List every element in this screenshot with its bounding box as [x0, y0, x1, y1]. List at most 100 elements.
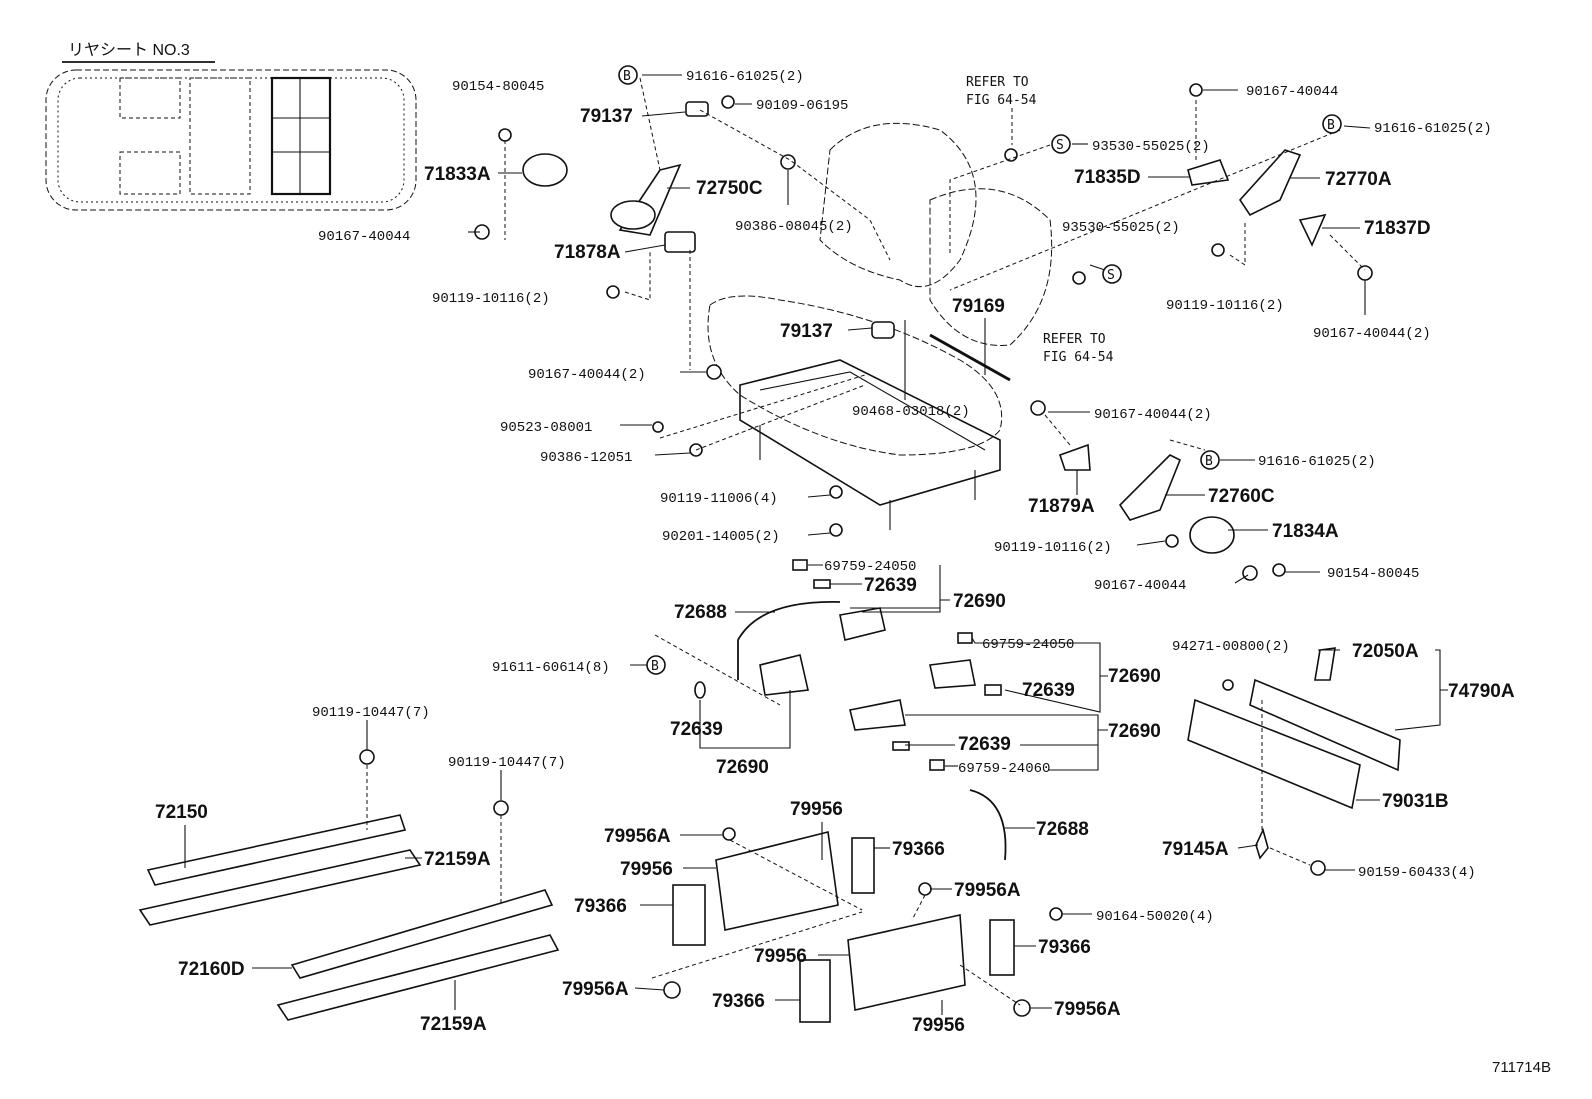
refer-note-2-line2: FIG 64-54 — [1043, 350, 1114, 365]
cover-71834A-icon — [1189, 516, 1235, 554]
label-90154-80045-a: 90154-80045 — [452, 79, 544, 95]
refer-note-1-line1: REFER TO — [966, 75, 1029, 90]
label-90119-10116-c: 90119-10116(2) — [994, 540, 1112, 556]
bolt-90119-10447-icon — [359, 749, 375, 765]
rod-79169 — [929, 333, 1011, 382]
marker-b-1 — [618, 65, 638, 85]
label-90468-03018: 90468-03018(2) — [852, 404, 970, 420]
bolt-90164-50020-icon — [1049, 907, 1063, 921]
label-79366-c: 79366 — [1038, 937, 1091, 958]
seat-frame — [739, 359, 1001, 506]
cover-79956-icon — [715, 831, 839, 931]
lead-47 — [683, 822, 823, 869]
lead-28 — [807, 532, 831, 536]
bolt-90154-80045-b-icon — [1272, 563, 1286, 577]
label-91616-61025-c: 91616-61025(2) — [1258, 454, 1376, 470]
diagram-id: 711714B — [1492, 1059, 1551, 1076]
clip-69759-24060-icon — [929, 759, 945, 771]
label-79956-d: 79956 — [912, 1015, 965, 1036]
marker-s-2-letter: S — [1107, 268, 1115, 283]
label-72159A-b: 72159A — [420, 1014, 487, 1035]
hinge-72760C-icon — [1118, 454, 1182, 521]
refer-notes: REFER TO FIG 64-54 REFER TO FIG 64-54 — [966, 75, 1114, 365]
lever-72690-icon — [839, 607, 886, 641]
rear-seat-no3-highlight — [270, 76, 332, 196]
label-71834A: 71834A — [1272, 521, 1339, 542]
label-71835D: 71835D — [1074, 167, 1141, 188]
hinge-72770A-icon — [1238, 149, 1302, 217]
label-90119-10116-a: 90119-10116(2) — [432, 291, 550, 307]
lid-group — [1187, 647, 1401, 876]
bracket-72690-low — [905, 714, 1108, 771]
board-79031B-icon — [1187, 698, 1361, 810]
lead-54 — [634, 987, 665, 991]
refer-note-2-line1: REFER TO — [1043, 332, 1106, 347]
cover-79366-icon — [672, 884, 706, 946]
label-90119-10116-b: 90119-10116(2) — [1166, 298, 1284, 314]
label-79169: 79169 — [952, 296, 1005, 317]
label-69759-24050-a: 69759-24050 — [824, 559, 916, 575]
lever-72690-d-icon — [849, 699, 906, 731]
cover-79366-c-icon — [989, 919, 1015, 976]
label-71878A: 71878A — [554, 242, 621, 263]
bolt-90119-11006-icon — [829, 485, 843, 499]
bolt-90159-60433-icon — [1310, 860, 1326, 876]
lead-22 — [654, 452, 691, 456]
circle-markers: B S B S B B — [618, 65, 1342, 675]
marker-b-2-letter: B — [1327, 118, 1335, 133]
label-91616-61025-b: 91616-61025(2) — [1374, 121, 1492, 137]
lever-72690-b-icon — [759, 654, 809, 696]
rail-72160D-icon — [290, 889, 554, 979]
cap-90386-08045-icon — [780, 154, 796, 170]
seat-cushion — [707, 295, 1003, 456]
label-79145A: 79145A — [1162, 839, 1229, 860]
label-72050A: 72050A — [1352, 641, 1419, 662]
marker-b-1-letter: B — [623, 69, 631, 84]
label-90159-60433: 90159-60433(4) — [1358, 865, 1476, 881]
dash-3 — [624, 250, 691, 370]
label-72750C: 72750C — [696, 178, 763, 199]
marker-s-1 — [1051, 134, 1071, 154]
bolt-90109-06195-icon — [721, 95, 735, 109]
label-90167-40044-b: 90167-40044(2) — [528, 367, 646, 383]
part-labels: 90154-80045 71833A 90167-40044 91616-610… — [155, 69, 1515, 1036]
label-90167-40044-f: 90167-40044 — [1094, 578, 1186, 594]
label-93530-55025-b: 93530-55025(2) — [1062, 220, 1180, 236]
pin-79956A-b-icon — [918, 882, 932, 896]
cover-79366-b-icon — [851, 837, 875, 894]
label-93530-55025-a: 93530-55025(2) — [1092, 139, 1210, 155]
label-72639-d: 72639 — [958, 734, 1011, 755]
rail-72159A-icon — [138, 849, 422, 926]
lead-7 — [624, 244, 666, 253]
lead-18 — [847, 327, 873, 331]
label-90201-14005: 90201-14005(2) — [662, 529, 780, 545]
label-79956A-b: 79956A — [954, 880, 1021, 901]
label-71833A: 71833A — [424, 164, 491, 185]
washer-90201-14005-icon — [829, 523, 843, 537]
seat-assembly — [707, 122, 1053, 530]
bolt-90154-80045-icon — [498, 128, 512, 142]
dash-2 — [639, 77, 891, 261]
dash-9 — [654, 634, 781, 706]
label-72690-d: 72690 — [1108, 721, 1161, 742]
bracket-72690-mid — [971, 637, 1108, 713]
vehicle-overview: リヤシート NO.3 — [45, 42, 417, 211]
label-79137-b: 79137 — [780, 321, 833, 342]
view-title: リヤシート NO.3 — [68, 42, 190, 59]
label-72160D: 72160D — [178, 959, 245, 980]
marker-b-3-letter: B — [1205, 454, 1213, 469]
dash-4 — [949, 108, 1051, 255]
marker-s-1-letter: S — [1056, 138, 1064, 153]
label-90119-10447-a: 90119-10447(7) — [312, 705, 430, 721]
label-90154-80045-b: 90154-80045 — [1327, 566, 1419, 582]
bolt-90119-10116-b-icon — [1211, 243, 1225, 257]
label-90119-10447-b: 90119-10447(7) — [448, 755, 566, 771]
solid-leaders — [184, 74, 1448, 1015]
marker-b-3 — [1200, 450, 1220, 470]
covers — [663, 827, 1063, 1023]
label-71879A: 71879A — [1028, 496, 1095, 517]
seat-back-left — [819, 122, 977, 288]
label-79956A-d: 79956A — [1054, 999, 1121, 1020]
leader-lines — [366, 77, 1366, 1006]
